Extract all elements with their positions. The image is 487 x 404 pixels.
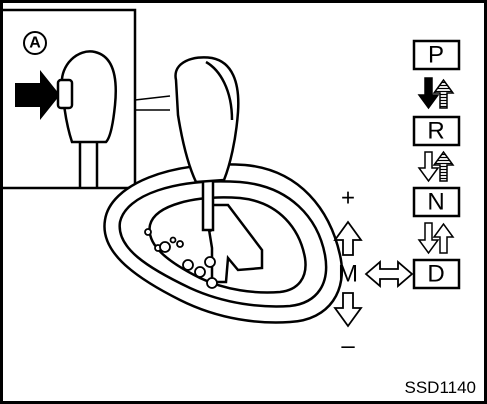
down-filled-arrow-icon <box>417 77 440 110</box>
gear-position-r: R <box>412 115 461 147</box>
shift-knob <box>174 56 240 184</box>
gear-label-p: P <box>428 42 444 69</box>
gear-label-r: R <box>427 118 444 145</box>
inset-marker-label: A <box>29 35 41 52</box>
up-hatched-arrow-icon <box>432 150 455 182</box>
up-outline-arrow-icon <box>432 222 455 254</box>
lever-shaft <box>201 178 215 232</box>
position-indicators <box>144 224 218 289</box>
down-outline-arrow-icon <box>333 292 363 328</box>
inset-marker: A <box>23 31 47 55</box>
down-outline-arrow-icon <box>417 222 440 255</box>
leader-lines <box>134 95 171 111</box>
gear-position-p: P <box>412 39 461 71</box>
right-filled-arrow-icon <box>15 70 60 120</box>
minus-sign: – <box>341 333 355 360</box>
plus-sign: + <box>341 185 355 212</box>
gear-label-n: N <box>427 189 444 216</box>
left-right-outline-arrow-icon <box>364 260 414 288</box>
up-outline-arrow-icon <box>333 220 363 256</box>
inset-knob <box>56 50 117 188</box>
gear-position-n: N <box>412 186 461 218</box>
gear-position-d: D <box>412 258 461 290</box>
down-outline-arrow-icon <box>417 151 440 183</box>
up-hatched-arrow-icon <box>432 78 455 109</box>
inset-frame <box>3 8 137 190</box>
gear-label-d: D <box>427 261 444 288</box>
figure-code: SSD1140 <box>404 378 476 397</box>
manual-mode-label: M <box>338 261 358 288</box>
